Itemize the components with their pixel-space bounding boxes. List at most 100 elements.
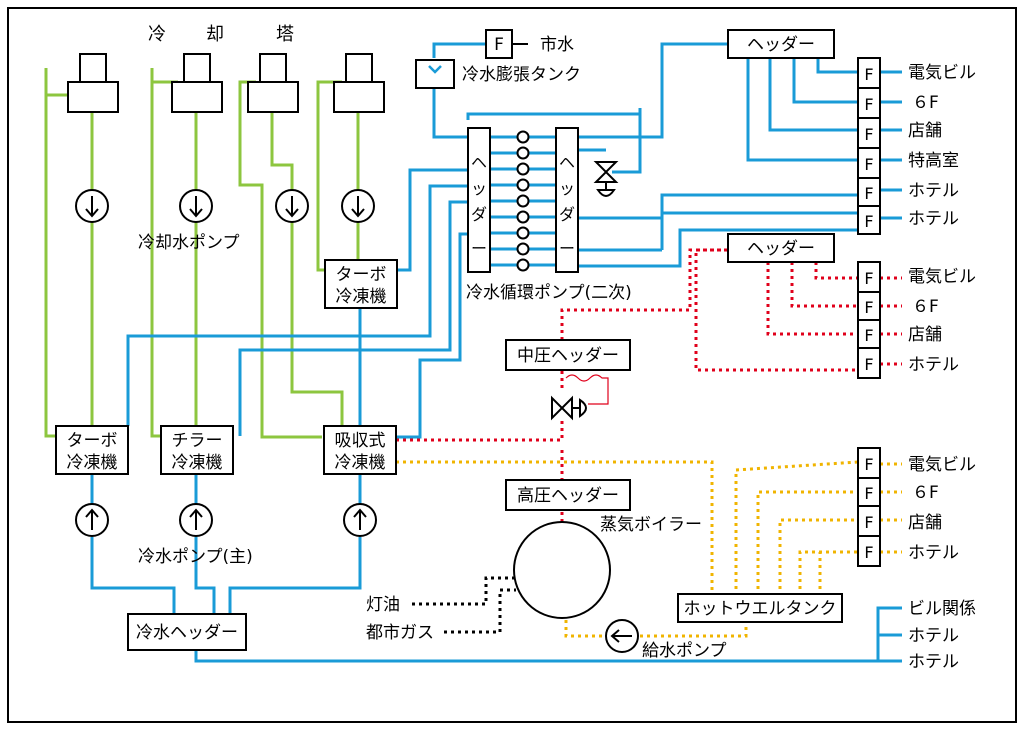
pump-down-icon xyxy=(179,189,213,223)
absorption-refrigerator: 吸収式 冷凍機 xyxy=(323,425,397,475)
supply-vertical-header: ヘ ッ ダ ー xyxy=(467,127,491,273)
cooling-towers xyxy=(67,53,385,113)
steam-distribution-header: ヘッダー xyxy=(727,233,835,263)
medium-pressure-header-label: 中圧ヘッダー xyxy=(517,346,619,366)
steam-consumer-4: ホテル xyxy=(908,355,959,375)
flowmeter-label: F xyxy=(864,155,873,174)
hot-water-lines xyxy=(396,460,902,638)
feed-pump-label: 給水ポンプ xyxy=(642,641,727,661)
pump-down-icon xyxy=(275,189,309,223)
flowmeter-label: F xyxy=(494,35,504,55)
hot-consumer-1: 電気ビル xyxy=(908,455,976,475)
vheader-right-char-3: ダ xyxy=(559,205,575,224)
hot-water-flowmeters: F F F F xyxy=(857,447,881,567)
flowmeter-label: F xyxy=(864,125,873,144)
steam-flowmeters: F F F F xyxy=(857,261,881,379)
turbo-refrigerator-top: ターボ 冷凍機 xyxy=(324,259,398,309)
secondary-pump-label: 冷水循環ポンプ(二次) xyxy=(466,283,632,303)
cooling-water-lines xyxy=(44,68,360,439)
hotwell-tank-label: ホットウエルタンク xyxy=(684,599,837,619)
flowmeter-label: F xyxy=(864,455,873,474)
cooling-water-pumps xyxy=(75,189,375,223)
steam-consumer-2: ６F xyxy=(912,297,939,317)
flowmeter-label: F xyxy=(864,212,873,231)
pump-left-icon xyxy=(605,619,639,653)
flowmeter-label: F xyxy=(864,95,873,114)
chilled-consumer-4: 特高室 xyxy=(908,151,959,171)
turbo-top-label-1: ターボ xyxy=(336,265,387,285)
turbo-label-1: ターボ xyxy=(67,431,118,451)
turbo-label-2: 冷凍機 xyxy=(67,453,118,473)
return-vertical-header: ヘ ッ ダ ー xyxy=(555,127,579,273)
chilled-flowmeters: F F F F F F xyxy=(857,57,881,235)
chilled-consumer-2: ６F xyxy=(912,93,939,113)
vheader-left-char-1: ヘ xyxy=(471,153,487,172)
chilled-consumer-5: ホテル xyxy=(908,181,959,201)
flowmeter-label: F xyxy=(864,269,873,288)
chilled-water-header: 冷水ヘッダー xyxy=(127,613,247,651)
hot-consumer-3: 店舗 xyxy=(908,513,942,533)
cooling-tower-2 xyxy=(171,53,223,113)
diagram-frame xyxy=(7,7,1017,723)
chilled-consumer-3: 店舗 xyxy=(908,121,942,141)
flowmeter-label: F xyxy=(864,298,873,317)
hot-consumer-2: ６F xyxy=(912,483,939,503)
fuel-city-gas-label: 都市ガス xyxy=(366,623,434,643)
chilled-distribution-header-label: ヘッダー xyxy=(747,35,815,55)
medium-pressure-header: 中圧ヘッダー xyxy=(505,339,631,371)
expansion-tank xyxy=(415,59,455,89)
steam-consumer-3: 店舗 xyxy=(908,325,942,345)
cooling-tower-3 xyxy=(247,53,299,113)
chilled-main-pump-label: 冷水ポンプ(主) xyxy=(138,547,253,567)
pump-up-icon xyxy=(179,503,213,537)
boiler-label: 蒸気ボイラー xyxy=(600,515,702,535)
cooling-tower-label-1: 冷 xyxy=(148,24,166,45)
cooling-tower-label-3: 塔 xyxy=(276,24,294,45)
flowmeter-label: F xyxy=(864,65,873,84)
hot-consumer-4: ホテル xyxy=(908,543,959,563)
pressure-reducing-valve-icon xyxy=(551,395,587,421)
pump-up-icon xyxy=(343,503,377,537)
flowmeter-label: F xyxy=(864,543,873,562)
absorption-label-2: 冷凍機 xyxy=(335,453,386,473)
bottom-consumer-1: ビル関係 xyxy=(908,599,976,619)
chiller-label-1: チラー xyxy=(172,431,223,451)
flowmeter-label: F xyxy=(864,184,873,203)
cooling-tower-1 xyxy=(67,53,119,113)
vheader-left-char-2: ッ xyxy=(471,179,487,198)
steam-distribution-header-label: ヘッダー xyxy=(747,239,815,259)
vheader-right-char-1: ヘ xyxy=(559,153,575,172)
control-valve-icon xyxy=(593,161,619,197)
fuel-kerosene-label: 灯油 xyxy=(366,595,400,615)
bottom-consumer-2: ホテル xyxy=(908,626,959,646)
secondary-circulation-pumps xyxy=(516,130,530,272)
absorption-label-1: 吸収式 xyxy=(335,431,386,451)
bottom-consumer-3: ホテル xyxy=(908,652,959,672)
chiller-refrigerator: チラー 冷凍機 xyxy=(160,425,234,475)
city-water-label: 市水 xyxy=(540,35,574,55)
vheader-right-char-4: ー xyxy=(559,239,575,258)
chilled-water-lines xyxy=(90,42,902,663)
vheader-left-char-3: ダ xyxy=(471,205,487,224)
pump-down-icon xyxy=(75,189,109,223)
pump-up-icon xyxy=(75,503,109,537)
chilled-consumer-1: 電気ビル xyxy=(908,63,976,83)
cooling-tower-label-2: 却 xyxy=(206,24,224,45)
cooling-tower-4 xyxy=(333,53,385,113)
pump-down-icon xyxy=(341,189,375,223)
expansion-tank-label: 冷水膨張タンク xyxy=(462,65,581,85)
city-water-flowmeter: F xyxy=(485,29,513,59)
steam-boiler xyxy=(513,521,611,619)
flowmeter-label: F xyxy=(864,355,873,374)
fuel-lines xyxy=(412,576,516,634)
chilled-distribution-header: ヘッダー xyxy=(727,29,835,59)
chilled-water-header-label: 冷水ヘッダー xyxy=(136,623,238,643)
chiller-label-2: 冷凍機 xyxy=(172,453,223,473)
turbo-top-label-2: 冷凍機 xyxy=(336,287,387,307)
high-pressure-header: 高圧ヘッダー xyxy=(505,479,631,511)
hotwell-tank: ホットウエルタンク xyxy=(677,593,843,623)
vheader-right-char-2: ッ xyxy=(559,179,575,198)
steam-lines xyxy=(396,248,902,525)
steam-consumer-1: 電気ビル xyxy=(908,267,976,287)
